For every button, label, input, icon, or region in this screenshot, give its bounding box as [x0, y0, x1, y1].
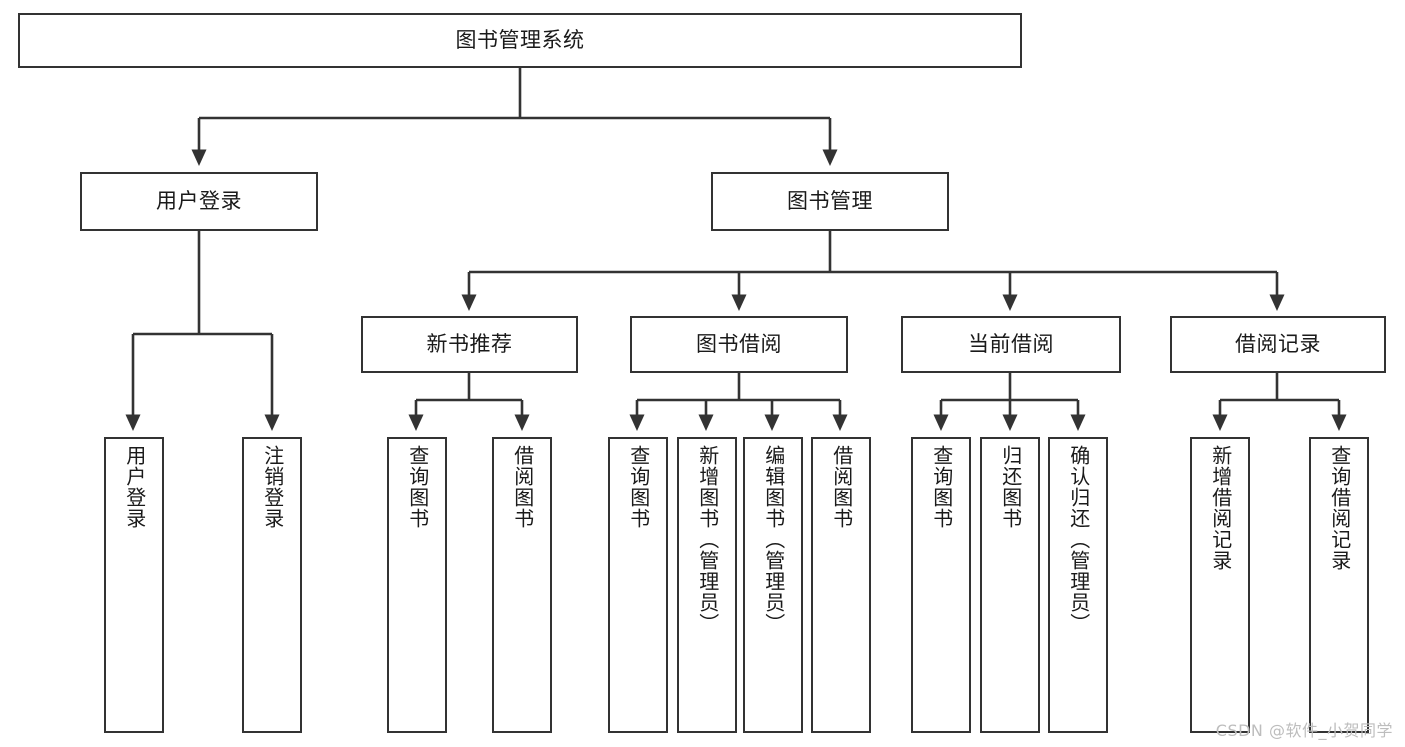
leaf-node-query-borrow-record[interactable]: 查询借阅记录: [1309, 437, 1369, 733]
leaf-label: 查询借阅记录: [1327, 445, 1352, 571]
leaf-node-confirm-return-admin[interactable]: 确认归还（管理员）: [1048, 437, 1108, 733]
node-label: 图书管理系统: [455, 27, 585, 52]
node-label: 图书管理: [787, 188, 873, 213]
node-book-borrow[interactable]: 图书借阅: [630, 316, 848, 373]
leaf-node-borrow-book-recommend[interactable]: 借阅图书: [492, 437, 552, 733]
node-label: 新书推荐: [426, 331, 513, 356]
node-current-borrow[interactable]: 当前借阅: [901, 316, 1121, 373]
leaf-label: 查询图书: [929, 445, 954, 529]
leaf-node-edit-book-admin[interactable]: 编辑图书（管理员）: [743, 437, 803, 733]
leaf-label: 新增借阅记录: [1208, 445, 1233, 571]
leaf-label: 查询图书: [405, 445, 430, 529]
node-label: 用户登录: [156, 188, 242, 213]
leaf-label: 编辑图书（管理员）: [761, 445, 786, 634]
leaf-label: 借阅图书: [510, 445, 535, 529]
csdn-watermark: CSDN @软件_小贺同学: [1215, 721, 1393, 740]
leaf-label: 新增图书（管理员）: [695, 445, 720, 634]
leaf-label: 查询图书: [626, 445, 651, 529]
node-label: 借阅记录: [1235, 331, 1321, 356]
node-user-login[interactable]: 用户登录: [80, 172, 318, 231]
leaf-label: 用户登录: [122, 445, 147, 529]
leaf-label: 借阅图书: [829, 445, 854, 529]
leaf-node-borrow-book[interactable]: 借阅图书: [811, 437, 871, 733]
leaf-label: 确认归还（管理员）: [1066, 445, 1091, 634]
leaf-node-query-book-borrow[interactable]: 查询图书: [608, 437, 668, 733]
node-root-book-management-system[interactable]: 图书管理系统: [18, 13, 1022, 68]
node-borrow-record[interactable]: 借阅记录: [1170, 316, 1386, 373]
leaf-node-user-login[interactable]: 用户登录: [104, 437, 164, 733]
leaf-node-return-book[interactable]: 归还图书: [980, 437, 1040, 733]
leaf-node-logout[interactable]: 注销登录: [242, 437, 302, 733]
leaf-node-query-book-current[interactable]: 查询图书: [911, 437, 971, 733]
node-label: 当前借阅: [968, 331, 1054, 356]
leaf-label: 归还图书: [998, 445, 1023, 529]
node-new-book-recommend[interactable]: 新书推荐: [361, 316, 578, 373]
node-book-management[interactable]: 图书管理: [711, 172, 949, 231]
node-label: 图书借阅: [696, 331, 782, 356]
leaf-node-query-book-recommend[interactable]: 查询图书: [387, 437, 447, 733]
leaf-node-add-book-admin[interactable]: 新增图书（管理员）: [677, 437, 737, 733]
leaf-label: 注销登录: [260, 445, 285, 529]
leaf-node-add-borrow-record[interactable]: 新增借阅记录: [1190, 437, 1250, 733]
